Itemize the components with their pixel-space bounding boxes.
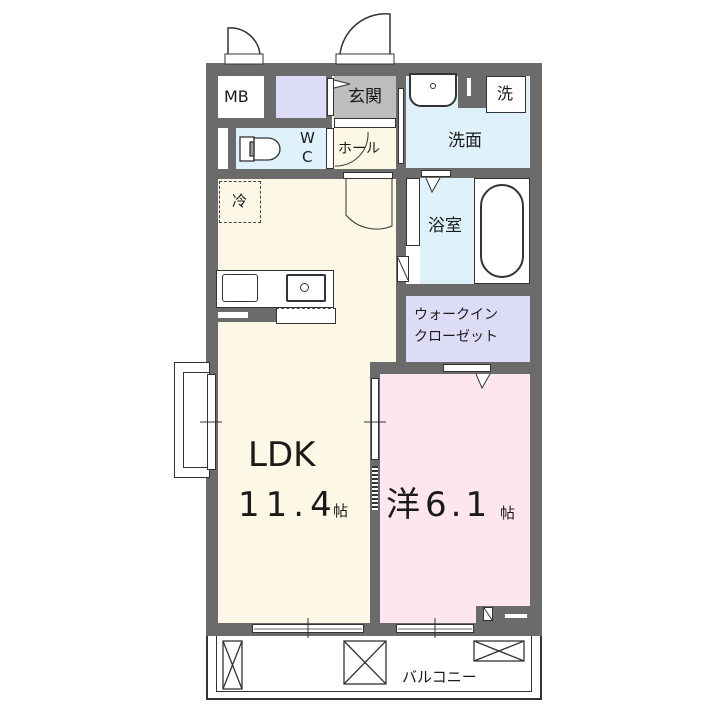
wc-side-panel <box>218 128 230 169</box>
senmen-pipe <box>467 78 471 96</box>
ldk-size: 11.4 <box>238 485 338 525</box>
stove <box>222 274 258 302</box>
balcony-ac-unit-center <box>343 640 387 685</box>
sink-drain <box>300 283 309 292</box>
wic-label-line1: ウォークイン <box>414 307 498 323</box>
wc-label-c: C <box>302 148 313 166</box>
bath-label: 浴室 <box>428 216 462 236</box>
mb-label: MB <box>224 87 249 106</box>
outer-wall-top <box>206 63 542 76</box>
outer-wall-left <box>206 63 218 636</box>
shoe-storage-door <box>327 78 334 116</box>
bath-side-panel <box>406 178 420 246</box>
wic-door <box>443 364 491 372</box>
wc-door <box>326 128 334 169</box>
wall-wc-left <box>228 128 236 169</box>
western-unit: 帖 <box>500 504 516 522</box>
washbasin <box>409 73 457 107</box>
western-room <box>380 374 530 623</box>
balcony <box>206 636 542 700</box>
sink <box>286 274 326 302</box>
wic-label-line2: クローゼット <box>414 329 498 345</box>
western-size: 6.1 <box>425 485 492 525</box>
ldk-label: LDK <box>248 435 316 475</box>
bay-window <box>174 362 210 478</box>
kitchen-shelf <box>218 312 248 318</box>
wall-wic-left <box>396 296 406 372</box>
ldk-room-lower <box>218 362 370 623</box>
bathtub-inner <box>480 184 524 278</box>
fridge-space <box>219 181 261 223</box>
ldk-unit: 帖 <box>333 502 349 520</box>
sliding-door-pocket <box>372 466 378 510</box>
western-ac-slot <box>505 614 527 618</box>
wall-senmen-bottom <box>396 168 542 178</box>
outer-wall-right <box>530 63 542 636</box>
balcony-label: バルコニー <box>402 668 477 686</box>
mb-room <box>218 76 264 118</box>
washer-space <box>486 76 526 113</box>
ldk-door-frame <box>343 172 393 179</box>
washer-label: 洗 <box>497 84 514 103</box>
senmen-door <box>398 88 404 164</box>
bath-door-frame <box>421 170 451 177</box>
genkan-label: 玄関 <box>348 87 382 107</box>
western-label: 洋 <box>386 485 420 525</box>
wall-mb-right <box>264 76 276 118</box>
fridge-label: 冷 <box>232 192 248 210</box>
washbasin-drain <box>430 83 436 89</box>
wc-label-w: W <box>300 129 315 147</box>
balcony-ac-unit-right <box>473 640 525 662</box>
bath-room <box>420 178 474 284</box>
shoe-storage <box>276 76 326 118</box>
wall-senmen-left <box>396 76 406 298</box>
wall-bath-bottom <box>396 284 542 296</box>
wall-mb-bottom <box>218 118 332 128</box>
balcony-ac-unit-left <box>222 640 243 690</box>
genkan-step <box>334 118 396 128</box>
kitchen-bar <box>276 308 336 324</box>
toilet-icon <box>239 136 281 162</box>
wic-room <box>406 296 530 362</box>
senmen-label: 洗面 <box>448 131 482 151</box>
sliding-door <box>371 378 379 460</box>
wall-senmen-notch <box>458 76 486 108</box>
balcony-inner <box>216 636 532 692</box>
wall-wc-bottom <box>218 169 396 179</box>
hall-label: ホール <box>338 141 380 157</box>
